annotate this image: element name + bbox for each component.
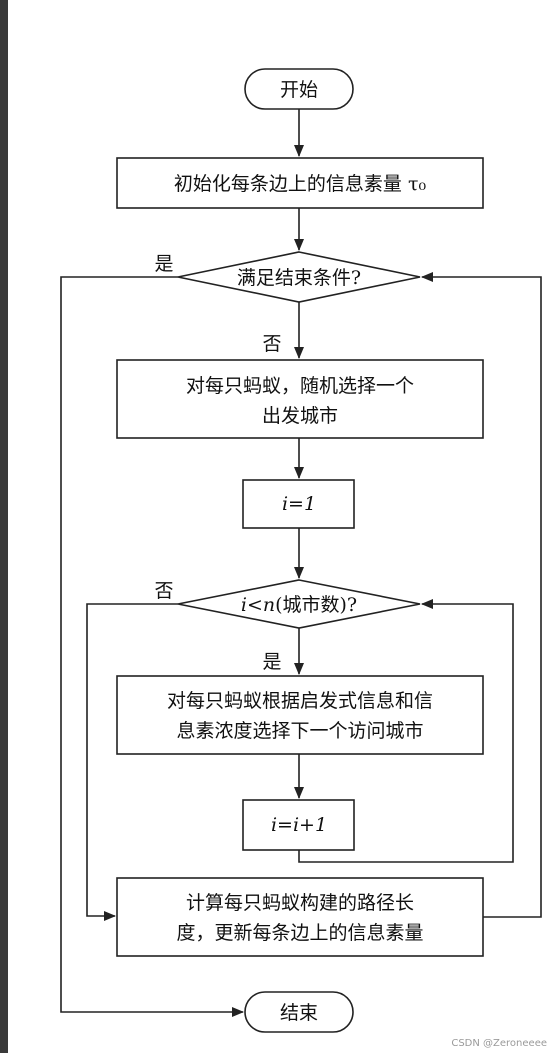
loop-var-i: i <box>241 594 247 616</box>
select-next-city-box <box>116 675 484 755</box>
choose-start-city-line1: 对每只蚂蚁，随机选择一个 <box>186 375 414 397</box>
init-pheromone-box <box>116 157 484 209</box>
yes-loop-label: 是 <box>262 651 281 673</box>
choose-start-city-line2: 出发城市 <box>262 405 338 427</box>
i-increment-label: i=i+1 <box>271 814 327 836</box>
select-next-city-line1: 对每只蚂蚁根据启发式信息和信 <box>167 690 433 712</box>
left-border-bar <box>0 0 8 1053</box>
choose-start-city-box <box>116 359 484 439</box>
loop-city-count: (城市数)? <box>275 594 357 616</box>
end-condition-label: 满足结束条件? <box>237 267 361 289</box>
i-increment-box <box>242 799 355 851</box>
select-next-city-line2: 息素浓度选择下一个访问城市 <box>176 720 423 742</box>
end-terminator <box>244 991 354 1033</box>
loop-var-n: n <box>263 594 275 616</box>
arrow-yes-to-end <box>60 276 244 1017</box>
init-pheromone-label: 初始化每条边上的信息素量 τ₀ <box>174 173 427 195</box>
arrow-no-to-compute <box>86 603 178 921</box>
start-label: 开始 <box>280 79 318 101</box>
compute-update-line1: 计算每只蚂蚁构建的路径长 <box>186 892 414 914</box>
no-end-label: 否 <box>262 333 281 355</box>
yes-end-label: 是 <box>154 253 173 275</box>
loop-condition-label: i<n(城市数)? <box>241 594 357 616</box>
compute-update-box <box>116 877 484 957</box>
arrow-increment-loop-back <box>298 599 514 863</box>
loop-less-than: < <box>247 594 263 616</box>
i-init-label: i=1 <box>282 493 316 515</box>
compute-update-line2: 度，更新每条边上的信息素量 <box>176 922 423 944</box>
watermark: CSDN @Zeroneeee <box>451 1038 547 1049</box>
no-loop-label: 否 <box>154 580 173 602</box>
end-label: 结束 <box>280 1002 318 1024</box>
arrow-compute-back-to-end-condition <box>421 272 542 918</box>
